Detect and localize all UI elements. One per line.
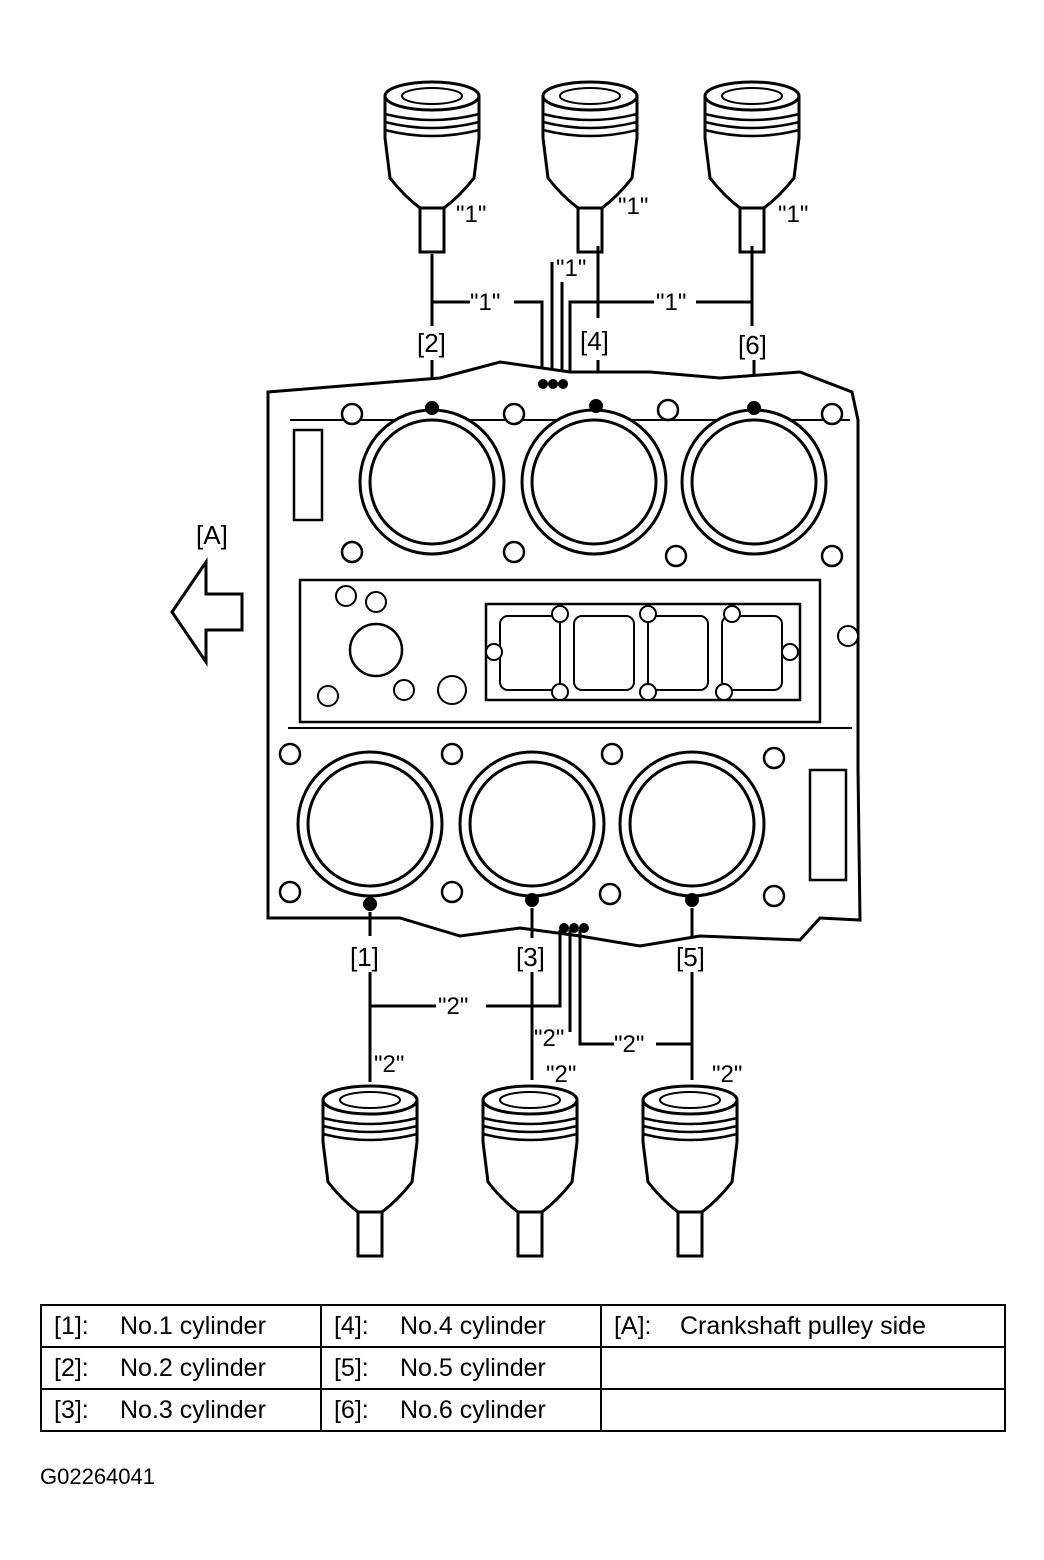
piston-cyl4: [541, 80, 639, 254]
top-line-mark-c: "1": [656, 289, 686, 316]
label-cyl5: [5]: [676, 942, 705, 972]
top-line-mark-a: "1": [470, 289, 500, 316]
label-cyl6: [6]: [738, 330, 767, 360]
bottom-line-mark-b: "2": [534, 1025, 564, 1052]
legend-cell: [1]:No.1 cylinder: [40, 1304, 322, 1348]
piston-mark-cyl1: "2": [374, 1051, 404, 1078]
left-arrow-icon: [170, 557, 244, 667]
engine-diagram: "1" "1" "1" "2" "2" "2" "1" "1" "1" [2] …: [170, 80, 862, 1258]
legend-cell: [4]:No.4 cylinder: [319, 1304, 602, 1348]
lower-bank-bores: [296, 750, 766, 898]
bottom-leader-lines: [368, 908, 694, 1082]
legend-cell: [5]:No.5 cylinder: [319, 1346, 602, 1390]
legend-row: [1]:No.1 cylinder [4]:No.4 cylinder [A]:…: [40, 1304, 1007, 1348]
gasket-holes: [278, 398, 844, 908]
label-cyl1: [1]: [350, 942, 379, 972]
label-cyl3: [3]: [516, 942, 545, 972]
legend-cell: [6]:No.6 cylinder: [319, 1388, 602, 1432]
piston-cyl1: [321, 1084, 419, 1258]
bottom-line-mark-c: "2": [614, 1031, 644, 1058]
label-cyl2: [2]: [417, 328, 446, 358]
piston-mark-cyl3: "2": [546, 1061, 576, 1088]
bolt-markers: [363, 379, 761, 933]
legend-row: [3]:No.3 cylinder [6]:No.6 cylinder: [40, 1388, 1007, 1432]
piston-mark-cyl4: "1": [618, 193, 648, 220]
legend-row: [2]:No.2 cylinder [5]:No.5 cylinder: [40, 1346, 1007, 1390]
label-cyl4: [4]: [580, 326, 609, 356]
direction-label: [A]: [196, 520, 228, 550]
piston-mark-cyl6: "1": [778, 201, 808, 228]
legend-cell: [3]:No.3 cylinder: [40, 1388, 322, 1432]
top-line-mark-b: "1": [556, 255, 586, 282]
legend-cell: [599, 1346, 1007, 1390]
legend-cell: [2]:No.2 cylinder: [40, 1346, 322, 1390]
piston-cyl5: [641, 1084, 739, 1258]
figure-id: G02264041: [40, 1464, 155, 1489]
bottom-line-mark-a: "2": [438, 993, 468, 1020]
legend-cell: [599, 1388, 1007, 1432]
piston-mark-cyl2: "1": [456, 201, 486, 228]
piston-mark-cyl5: "2": [712, 1061, 742, 1088]
legend-table: [1]:No.1 cylinder [4]:No.4 cylinder [A]:…: [40, 1304, 1007, 1432]
legend-cell: [A]:Crankshaft pulley side: [599, 1304, 1007, 1348]
upper-bank-bores: [358, 408, 828, 556]
piston-cyl3: [481, 1084, 579, 1258]
